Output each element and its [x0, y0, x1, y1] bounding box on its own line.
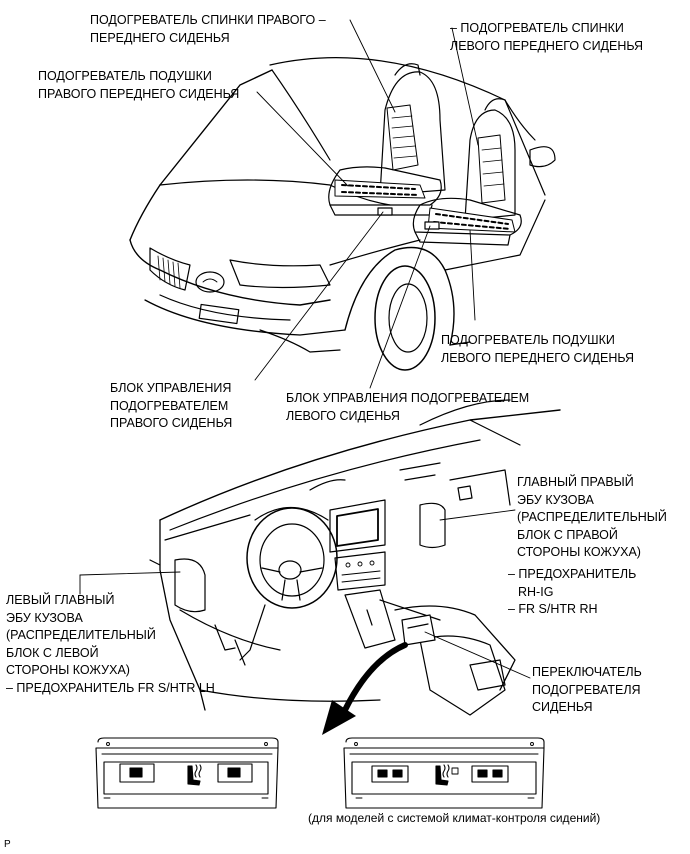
steering-wheel — [246, 506, 338, 609]
label-left-fuse: – ПРЕДОХРАНИТЕЛЬ FR S/HTR LH — [6, 680, 215, 698]
label-right-fuses: – ПРЕДОХРАНИТЕЛЬ RH-IG – FR S/HTR RH — [508, 566, 636, 619]
label-line: ПОДОГРЕВАТЕЛЕМ — [110, 398, 229, 413]
label-line: RH-IG — [518, 584, 554, 599]
left-back-heater-mat — [477, 134, 506, 204]
label-main-right-ecu: ГЛАВНЫЙ ПРАВЫЙ ЭБУ КУЗОВА (РАСПРЕДЕЛИТЕЛ… — [517, 474, 667, 562]
label-line: ЛЕВОГО СИДЕНЬЯ — [286, 408, 400, 423]
label-line: ПРАВОГО СИДЕНЬЯ — [110, 416, 233, 430]
top-leader-lines — [254, 19, 479, 389]
label-line: ЛЕВЫЙ ГЛАВНЫЙ — [6, 593, 115, 607]
label-line: (для моделей с системой климат-контроля … — [308, 811, 601, 825]
label-line: (РАСПРЕДЕЛИТЕЛЬНЫЙ — [6, 628, 156, 642]
label-seat-heater-switch: ПЕРЕКЛЮЧАТЕЛЬ ПОДОГРЕВАТЕЛЯ СИДЕНЬЯ — [532, 664, 642, 717]
label-line: СТОРОНЫ КОЖУХА) — [6, 663, 130, 677]
label-right-back-heater: ПОДОГРЕВАТЕЛЬ СПИНКИ ПРАВОГО – ПЕРЕДНЕГО… — [90, 12, 326, 47]
left-seat — [412, 98, 522, 246]
label-line: P — [4, 839, 11, 850]
left-cushion-heater-mat — [427, 207, 516, 233]
label-line: СИДЕНЬЯ — [532, 700, 593, 714]
label-line: – ПРЕДОХРАНИТЕЛЬ — [508, 567, 637, 581]
label-main-left-ecu: ЛЕВЫЙ ГЛАВНЫЙ ЭБУ КУЗОВА (РАСПРЕДЕЛИТЕЛЬ… — [6, 592, 156, 680]
left-control-unit — [424, 221, 440, 230]
label-line: – ПРЕДОХРАНИТЕЛЬ FR S/HTR LH — [6, 681, 215, 695]
front-wheel — [374, 265, 436, 371]
label-left-heater-control: БЛОК УПРАВЛЕНИЯ ПОДОГРЕВАТЕЛЕМ ЛЕВОГО СИ… — [286, 390, 529, 425]
label-line: (РАСПРЕДЕЛИТЕЛЬНЫЙ — [517, 510, 667, 524]
right-ecu-box — [419, 502, 446, 549]
front-grille — [157, 255, 181, 289]
label-line: ЭБУ КУЗОВА — [6, 610, 83, 625]
label-line: ПЕРЕКЛЮЧАТЕЛЬ — [532, 665, 642, 679]
left-ecu-box — [174, 558, 206, 613]
switch-panel-climate — [343, 737, 545, 809]
seat-climate-icon — [435, 764, 459, 786]
switch-panel-standard — [95, 737, 279, 809]
bottom-leader-lines — [79, 509, 531, 679]
label-right-heater-control: БЛОК УПРАВЛЕНИЯ ПОДОГРЕВАТЕЛЕМ ПРАВОГО С… — [110, 380, 232, 433]
label-line: ПРАВОГО ПЕРЕДНЕГО СИДЕНЬЯ — [38, 86, 240, 101]
dashboard-illustration — [149, 399, 561, 716]
pointer-arrow — [322, 642, 408, 735]
label-line: – FR S/HTR RH — [508, 602, 598, 616]
label-climate-note: (для моделей с системой климат-контроля … — [308, 810, 600, 828]
label-line: – ПОДОГРЕВАТЕЛЬ СПИНКИ — [450, 21, 624, 35]
rear-vent — [469, 659, 506, 691]
label-line: БЛОК С ЛЕВОЙ — [6, 645, 99, 660]
license-plate — [198, 303, 240, 325]
label-line: СТОРОНЫ КОЖУХА) — [517, 545, 641, 559]
right-control-unit — [377, 207, 393, 216]
label-line: ПОДОГРЕВАТЕЛЬ СПИНКИ ПРАВОГО – — [90, 13, 326, 27]
label-line: ГЛАВНЫЙ ПРАВЫЙ — [517, 475, 634, 489]
right-back-heater-mat — [386, 104, 419, 171]
label-line: ПОДОГРЕВАТЕЛЬ ПОДУШКИ — [38, 69, 212, 83]
label-line: БЛОК УПРАВЛЕНИЯ ПОДОГРЕВАТЕЛЕМ — [286, 391, 530, 405]
label-right-cushion-heater: ПОДОГРЕВАТЕЛЬ ПОДУШКИ ПРАВОГО ПЕРЕДНЕГО … — [38, 68, 239, 103]
label-line: ЭБУ КУЗОВА — [517, 492, 594, 507]
label-line: БЛОК УПРАВЛЕНИЯ — [110, 381, 232, 395]
label-line: ПОДОГРЕВАТЕЛЯ — [532, 682, 641, 697]
car-emblem — [195, 271, 225, 293]
seat-heater-switch-part — [401, 614, 436, 646]
center-screen — [329, 499, 386, 591]
label-line: ПЕРЕДНЕГО СИДЕНЬЯ — [90, 30, 230, 45]
corner-mark: P — [4, 836, 11, 854]
label-line: БЛОК С ПРАВОЙ — [517, 527, 618, 542]
car-illustration — [129, 57, 556, 371]
label-line: ЛЕВОГО ПЕРЕДНЕГО СИДЕНЬЯ — [441, 350, 635, 365]
label-line: ЛЕВОГО ПЕРЕДНЕГО СИДЕНЬЯ — [450, 38, 644, 53]
label-line: ПОДОГРЕВАТЕЛЬ ПОДУШКИ — [441, 333, 615, 347]
label-left-back-heater: – ПОДОГРЕВАТЕЛЬ СПИНКИ ЛЕВОГО ПЕРЕДНЕГО … — [450, 20, 643, 55]
label-left-cushion-heater: ПОДОГРЕВАТЕЛЬ ПОДУШКИ ЛЕВОГО ПЕРЕДНЕГО С… — [441, 332, 634, 367]
seat-heater-icon — [187, 764, 202, 786]
